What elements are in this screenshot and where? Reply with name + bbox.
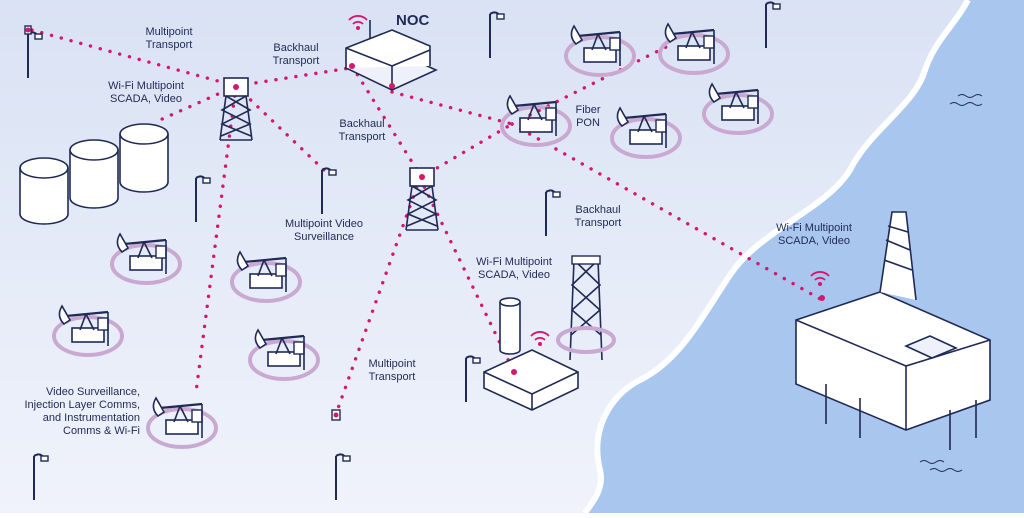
light-pole-icon — [331, 409, 351, 501]
storage-tank-icon — [19, 123, 169, 225]
multipoint-transport-top-label: Multipoint Transport — [145, 26, 193, 51]
video-injection-comms-label: Video Surveillance, Injection Layer Comm… — [24, 386, 140, 437]
backhaul-transport-top-label: Backhaul Transport — [272, 42, 320, 67]
shoreline — [582, 0, 971, 515]
light-pole-icon — [24, 25, 43, 79]
processing-facility-icon — [483, 297, 579, 411]
wifi-multipoint-left-label: Wi-Fi Multipoint SCADA, Video — [108, 80, 184, 105]
wifi-multipoint-offshore-label: Wi-Fi Multipoint SCADA, Video — [776, 222, 852, 247]
multipoint-video-surveillance-label: Multipoint Video Surveillance — [284, 218, 364, 243]
noc-building-icon — [343, 20, 438, 91]
noc-label: NOC — [396, 12, 430, 29]
backhaul-transport-mid-label: Backhaul Transport — [338, 118, 386, 143]
multipoint-transport-bottom-label: Multipoint Transport — [368, 358, 416, 383]
fiber-pon-label: Fiber PON — [575, 104, 601, 129]
offshore-platform-icon — [795, 211, 991, 450]
wifi-multipoint-center-label: Wi-Fi Multipoint SCADA, Video — [476, 256, 552, 281]
wave-marks — [919, 94, 983, 472]
backhaul-transport-right-label: Backhaul Transport — [574, 204, 622, 229]
radio-tower-icon — [556, 255, 616, 361]
